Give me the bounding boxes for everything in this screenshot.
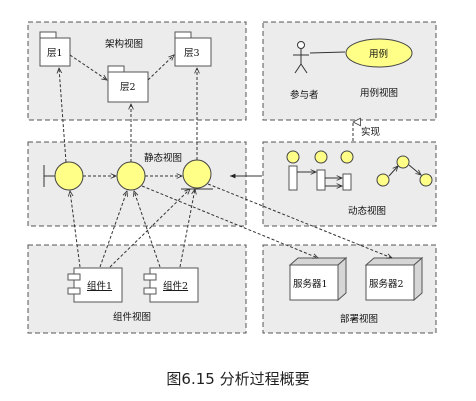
collaboration-objects — [376, 155, 433, 187]
boundary-class-icon — [43, 161, 84, 191]
deployment-view-label: 部署视图 — [340, 313, 378, 325]
actor-label: 参与者 — [290, 89, 319, 101]
sequence-lifelines — [286, 150, 354, 191]
dependency-layer2-layer3 — [147, 55, 174, 81]
dynamic-view-label: 动态视图 — [348, 205, 386, 217]
architecture-view-label: 架构视图 — [105, 38, 143, 50]
analysis-process-diagram: 层1 层2 层3 架构视图 参与者 用例 用例视图 静态视图 — [27, 21, 437, 334]
figure-caption: 图6.15 分析过程概要 — [166, 370, 310, 388]
trace-control-server1 — [141, 185, 318, 258]
svg-text:层2: 层2 — [120, 82, 136, 93]
trace-c1-entity — [109, 189, 190, 268]
actor-usecase-association — [309, 51, 346, 54]
actor-icon — [293, 41, 309, 74]
svg-text:服务器2: 服务器2 — [369, 278, 404, 290]
package-layer1: 层1 — [39, 31, 71, 67]
server-2-node: 服务器2 — [364, 256, 424, 302]
server-1-node: 服务器1 — [288, 256, 348, 302]
component-view-panel — [27, 244, 247, 334]
usecase-view-panel — [262, 21, 437, 121]
usecase-ellipse-label: 用例 — [369, 48, 388, 60]
svg-text:层1: 层1 — [47, 48, 63, 59]
package-layer2: 层2 — [107, 65, 149, 103]
usecase-view-label: 用例视图 — [360, 87, 398, 99]
realization-label: 实现 — [361, 126, 381, 138]
trace-boundary-layer1 — [59, 68, 67, 163]
static-view-label: 静态视图 — [144, 152, 182, 164]
svg-text:层3: 层3 — [184, 48, 200, 59]
architecture-view-panel — [27, 21, 247, 121]
trace-c1-boundary — [70, 191, 81, 268]
dependency-layer1-layer2 — [69, 54, 107, 80]
component-2: 组件2 — [143, 267, 199, 303]
control-class-icon — [116, 161, 146, 191]
usecase-ellipse — [345, 38, 413, 68]
trace-entity-server2 — [207, 183, 392, 258]
svg-text:服务器1: 服务器1 — [293, 278, 328, 290]
package-layer3: 层3 — [174, 31, 212, 67]
component-1: 组件1 — [67, 267, 123, 303]
svg-text:组件1: 组件1 — [87, 280, 112, 292]
trace-c1-control — [99, 191, 127, 268]
svg-text:组件2: 组件2 — [163, 280, 188, 292]
trace-c2-entity — [179, 189, 195, 268]
trace-c2-control — [134, 191, 161, 268]
component-view-label: 组件视图 — [113, 311, 151, 323]
